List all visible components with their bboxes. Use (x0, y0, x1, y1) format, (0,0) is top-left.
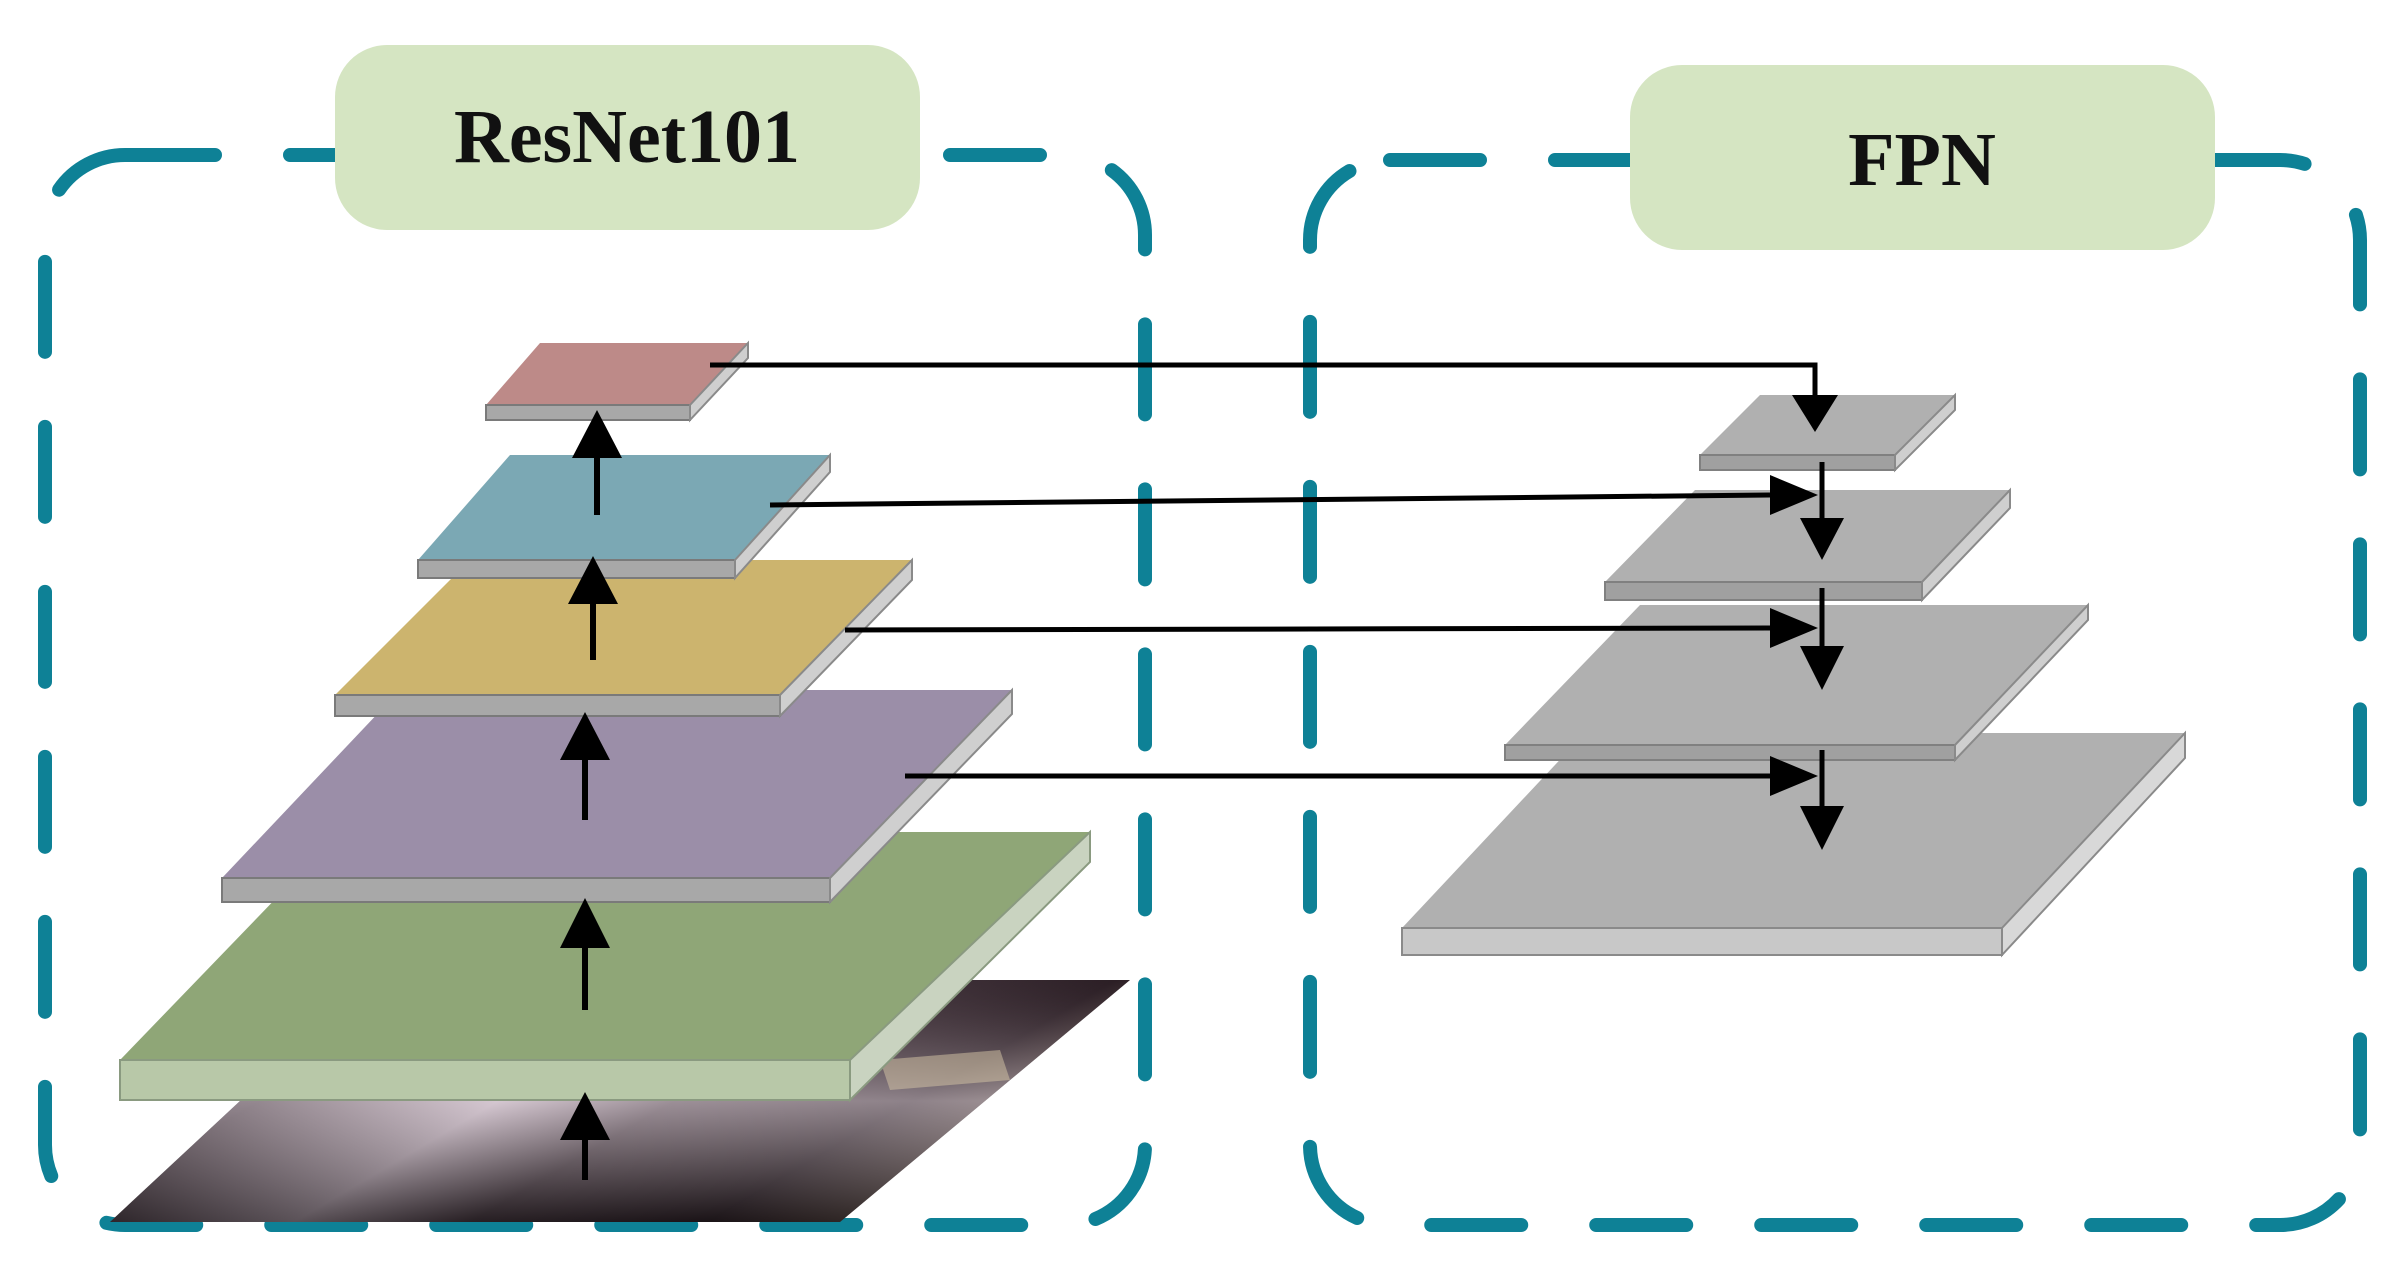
down-arrow-2-head (1800, 646, 1844, 690)
up-arrow-2-head (560, 898, 610, 948)
resnet-container (38, 148, 1152, 1232)
fpn-title: FPN (1848, 118, 1996, 202)
fpn-layer-1 (1699, 392, 1956, 473)
lateral-arrow-3-head (1770, 608, 1818, 648)
top-down-arrows (1800, 462, 1844, 850)
fpn-container (1303, 153, 2367, 1232)
lateral-arrow-1 (710, 362, 1818, 408)
down-arrow-3-head (1800, 806, 1844, 850)
lateral-arrow-3 (844, 625, 1771, 633)
fpn-layer-2 (1604, 487, 2011, 603)
fpn-dashed-border (1303, 153, 2367, 1232)
resnet-layer-3 (334, 557, 913, 719)
bottom-up-arrows (560, 410, 622, 1180)
lateral-connections (710, 362, 1838, 796)
up-arrow-1-head (560, 1092, 610, 1140)
fpn-title-box: FPN (1630, 65, 2215, 250)
lateral-arrow-2-head (1770, 475, 1818, 515)
fpn-layer-3 (1504, 602, 2089, 763)
lateral-arrow-2 (769, 492, 1771, 508)
resnet-layer-2 (221, 687, 1013, 905)
resnet-layer-5 (485, 340, 749, 423)
up-arrow-5-head (572, 410, 622, 458)
lateral-arrow-4-head (1770, 756, 1818, 796)
resnet-layer-4 (417, 452, 831, 581)
fpn-layer-4 (1401, 730, 2186, 958)
down-arrow-1-head (1800, 518, 1844, 560)
resnet-title-box: ResNet101 (335, 45, 920, 230)
up-arrow-4-head (568, 556, 618, 604)
resnet-title: ResNet101 (454, 95, 800, 179)
resnet-dashed-border (38, 148, 1152, 1232)
up-arrow-3-head (560, 712, 610, 760)
lateral-arrow-1-head (1792, 395, 1838, 432)
